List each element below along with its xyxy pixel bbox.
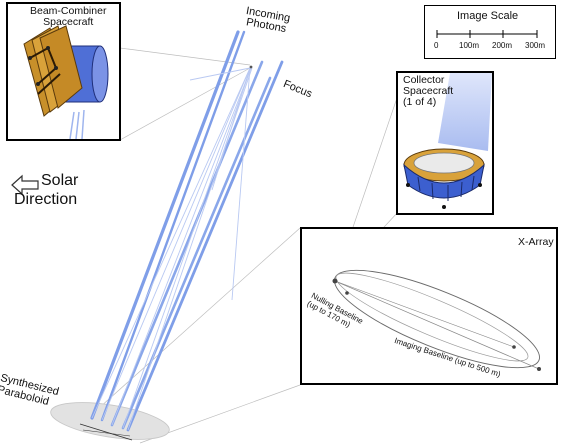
x-array-panel: X-Array Nulling Baseline (up to 170 m) I… [300,227,558,385]
x-array-geometry [332,269,541,371]
left-arrow-icon [11,174,39,196]
scale-tick-200m: 200m [492,41,513,50]
beam-combiner-label-line1: Beam-Combiner [30,5,107,17]
reflected-beams [91,67,253,431]
image-scale-title: Image Scale [457,10,519,22]
solar-direction-label: Solar [41,172,78,190]
scale-bar [436,30,538,38]
beam-combiner-spacecraft-illustration [23,25,109,140]
image-scale-panel: Image Scale 0 100m 200m 300m [424,5,556,59]
beam-combiner-label: Beam-Combiner Spacecraft [30,6,106,28]
collector-label-line2: Spacecraft [403,85,454,97]
solar-direction-label-line2: Direction [14,191,78,208]
collector-label-line3: (1 of 4) [403,96,437,108]
beam-combiner-panel: Beam-Combiner Spacecraft [6,2,121,141]
x-array-label: X-Array [518,236,554,248]
beam-combiner-label-line2: Spacecraft [43,16,94,28]
collector-spacecraft-illustration [403,73,492,209]
scale-tick-100m: 100m [459,41,480,50]
incoming-beams [90,30,284,432]
collector-spacecraft-panel: Collector Spacecraft (1 of 4) [396,71,494,215]
synthesized-paraboloid-shape [50,402,170,441]
focus-point [249,65,253,69]
collector-label-line1: Collector [403,74,445,86]
scale-tick-300m: 300m [525,41,546,50]
scale-tick-0: 0 [434,41,439,50]
collector-label: Collector Spacecraft (1 of 4) [403,75,453,108]
solar-label-line1: Solar [41,172,79,189]
